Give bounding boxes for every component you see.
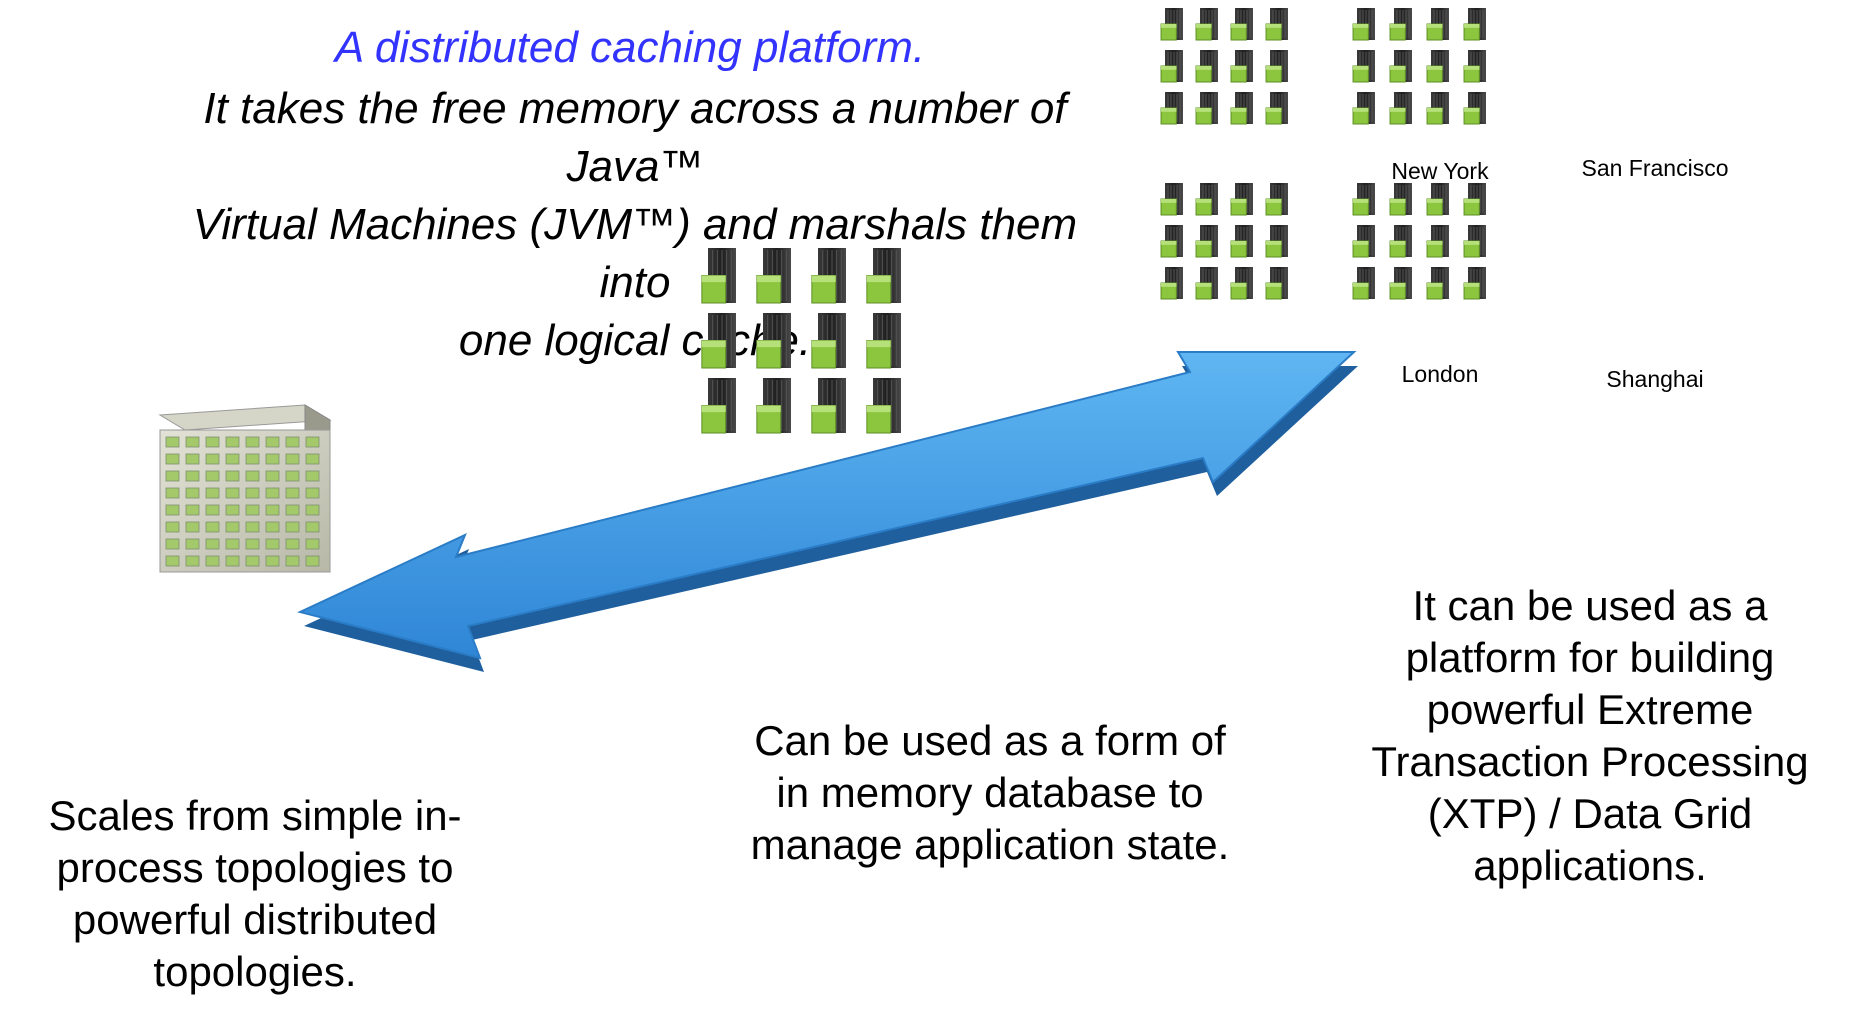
caption-middle: Can be used as a form of in memory datab… bbox=[700, 715, 1280, 871]
caption-line: It can be used as a bbox=[1412, 582, 1768, 629]
server-icon bbox=[1265, 50, 1288, 83]
caption-right: It can be used as a platform for buildin… bbox=[1330, 580, 1850, 892]
server-icon bbox=[1352, 225, 1375, 258]
server-icon bbox=[1195, 50, 1218, 83]
server-icon bbox=[1230, 225, 1253, 258]
server-icon bbox=[1463, 8, 1486, 41]
server-icon bbox=[756, 248, 791, 304]
cube-icon bbox=[158, 404, 332, 573]
server-icon bbox=[1230, 50, 1253, 83]
caption-line: platform for building bbox=[1405, 634, 1775, 681]
server-icon bbox=[1352, 50, 1375, 83]
city-label-san-francisco: San Francisco bbox=[1581, 155, 1729, 181]
server-icon bbox=[1195, 8, 1218, 41]
server-icon bbox=[1195, 183, 1218, 216]
server-icon bbox=[1230, 183, 1253, 216]
server-icon bbox=[1160, 50, 1183, 83]
server-icon bbox=[1426, 183, 1449, 216]
city-label-shanghai: Shanghai bbox=[1606, 366, 1704, 392]
server-icon bbox=[811, 313, 846, 369]
server-icon bbox=[1265, 8, 1288, 41]
server-icon bbox=[1463, 267, 1486, 300]
server-icon bbox=[1265, 183, 1288, 216]
server-icon bbox=[1195, 267, 1218, 300]
server-icon bbox=[1265, 225, 1288, 258]
server-icon bbox=[811, 378, 846, 434]
server-icon bbox=[1352, 267, 1375, 300]
server-icon bbox=[1389, 267, 1412, 300]
server-icon bbox=[1426, 92, 1449, 125]
server-icon bbox=[756, 378, 791, 434]
server-icon bbox=[1426, 267, 1449, 300]
server-icon bbox=[1352, 8, 1375, 41]
description-line: It takes the free memory across a number… bbox=[203, 84, 1067, 191]
server-icon bbox=[1389, 8, 1412, 41]
server-icon bbox=[1265, 92, 1288, 125]
server-icon bbox=[1230, 92, 1253, 125]
description-line: Virtual Machines (JVM™) and marshals the… bbox=[192, 200, 1078, 307]
server-icon bbox=[1160, 92, 1183, 125]
caption-line: powerful Extreme bbox=[1426, 686, 1754, 733]
server-icon bbox=[1352, 183, 1375, 216]
server-icon bbox=[1463, 50, 1486, 83]
server-icon bbox=[811, 248, 846, 304]
server-icon bbox=[1195, 92, 1218, 125]
city-label-london: London bbox=[1401, 361, 1479, 387]
server-icon bbox=[701, 313, 736, 369]
server-icon bbox=[701, 248, 736, 304]
server-icon bbox=[866, 248, 901, 304]
caption-line: Scales from simple in- bbox=[48, 792, 462, 839]
server-icon bbox=[1426, 225, 1449, 258]
caption-left: Scales from simple in- process topologie… bbox=[0, 790, 510, 998]
caption-line: manage application state. bbox=[750, 821, 1230, 868]
caption-line: process topologies to bbox=[56, 844, 454, 891]
server-icon bbox=[1389, 92, 1412, 125]
caption-line: powerful distributed bbox=[72, 896, 438, 943]
caption-line: (XTP) / Data Grid bbox=[1427, 790, 1753, 837]
server-icon bbox=[1160, 8, 1183, 41]
server-icon bbox=[1463, 225, 1486, 258]
city-label-new-york: New York bbox=[1391, 158, 1489, 184]
server-icon bbox=[866, 313, 901, 369]
server-icon bbox=[1389, 183, 1412, 216]
server-icon bbox=[701, 378, 736, 434]
description: It takes the free memory across a number… bbox=[185, 80, 1085, 370]
server-icon bbox=[1426, 8, 1449, 41]
server-icon bbox=[1463, 183, 1486, 216]
server-icon bbox=[1230, 8, 1253, 41]
server-icon bbox=[1230, 267, 1253, 300]
caption-line: Transaction Processing bbox=[1371, 738, 1809, 785]
server-icon bbox=[1463, 92, 1486, 125]
caption-line: applications. bbox=[1473, 842, 1707, 889]
server-icon bbox=[1389, 225, 1412, 258]
server-icon bbox=[1389, 50, 1412, 83]
description-line: one logical cache. bbox=[458, 316, 812, 365]
server-grid-icon bbox=[701, 8, 1486, 434]
server-icon bbox=[1352, 92, 1375, 125]
caption-line: Can be used as a form of bbox=[754, 717, 1226, 764]
server-icon bbox=[1160, 267, 1183, 300]
server-icon bbox=[1160, 225, 1183, 258]
server-icon bbox=[1265, 267, 1288, 300]
tagline: A distributed caching platform. bbox=[334, 23, 926, 72]
server-icon bbox=[1160, 183, 1183, 216]
caption-line: in memory database to bbox=[776, 769, 1204, 816]
server-icon bbox=[1426, 50, 1449, 83]
caption-line: topologies. bbox=[153, 948, 357, 995]
server-icon bbox=[866, 378, 901, 434]
scale-arrow bbox=[297, 351, 1358, 672]
server-icon bbox=[756, 313, 791, 369]
server-icon bbox=[1195, 225, 1218, 258]
